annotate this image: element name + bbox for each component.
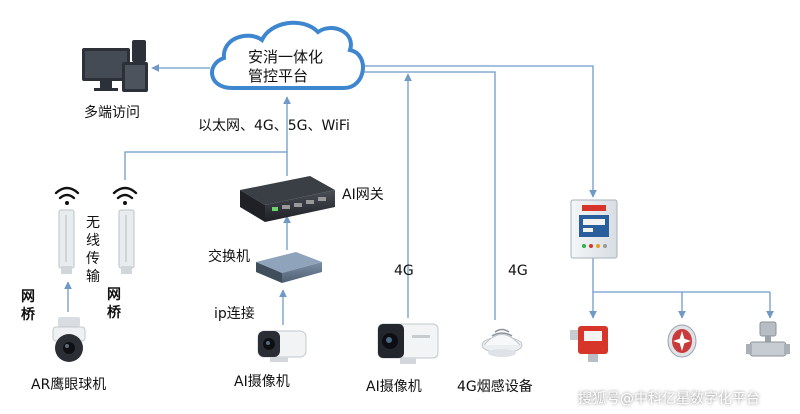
bridge-right-label: 网桥 bbox=[107, 287, 121, 321]
network-label: 以太网、4G、5G、WiFi bbox=[198, 118, 350, 134]
ai-camera-2-label: AI摄像机 bbox=[366, 379, 422, 395]
bridge-device-left bbox=[58, 209, 75, 274]
ai-camera-2-device bbox=[377, 323, 439, 364]
ar-camera-label: AR鹰眼球机 bbox=[31, 377, 107, 393]
link-4g-label-1: 4G bbox=[394, 263, 414, 279]
platform-title: 安消一体化 管控平台 bbox=[248, 48, 323, 86]
ai-camera-1-label: AI摄像机 bbox=[234, 374, 290, 390]
ai-gateway-device bbox=[240, 176, 335, 222]
ip-link-label: ip连接 bbox=[214, 306, 255, 322]
wifi-icon-right bbox=[112, 186, 138, 205]
wireless-label: 无线传输 bbox=[86, 215, 100, 285]
switch-label: 交换机 bbox=[208, 249, 250, 265]
gas-detector-device bbox=[570, 326, 608, 362]
bridge-left-label: 网桥 bbox=[21, 289, 35, 323]
gas-alarm-panel-device bbox=[570, 199, 618, 259]
cloud-platform-shape bbox=[210, 20, 365, 90]
exhaust-fan-device bbox=[667, 324, 697, 358]
ar-dome-camera-device bbox=[52, 317, 86, 362]
link-4g-label-2: 4G bbox=[508, 263, 528, 279]
watermark: 搜狐号@中科亿星数字化平台 bbox=[578, 391, 760, 407]
wifi-icon-left bbox=[54, 186, 80, 205]
platform-line2: 管控平台 bbox=[248, 67, 309, 85]
switch-device bbox=[256, 252, 322, 283]
platform-line1: 安消一体化 bbox=[248, 48, 324, 66]
ai-gateway-label: AI网关 bbox=[342, 187, 384, 203]
solenoid-valve-device bbox=[746, 321, 790, 357]
smoke-sensor-label: 4G烟感设备 bbox=[457, 379, 533, 395]
connection-lines bbox=[64, 64, 774, 325]
multi-access-label: 多端访问 bbox=[84, 105, 140, 121]
link-panel-to-cloud bbox=[360, 65, 597, 198]
bridge-device-right bbox=[118, 209, 135, 274]
multi-terminal-icon bbox=[82, 40, 148, 92]
ai-camera-1-device bbox=[257, 330, 307, 362]
link-smoke-4g bbox=[360, 71, 496, 320]
smoke-sensor-device bbox=[481, 328, 523, 357]
link-bridge-to-gateway bbox=[124, 151, 287, 180]
